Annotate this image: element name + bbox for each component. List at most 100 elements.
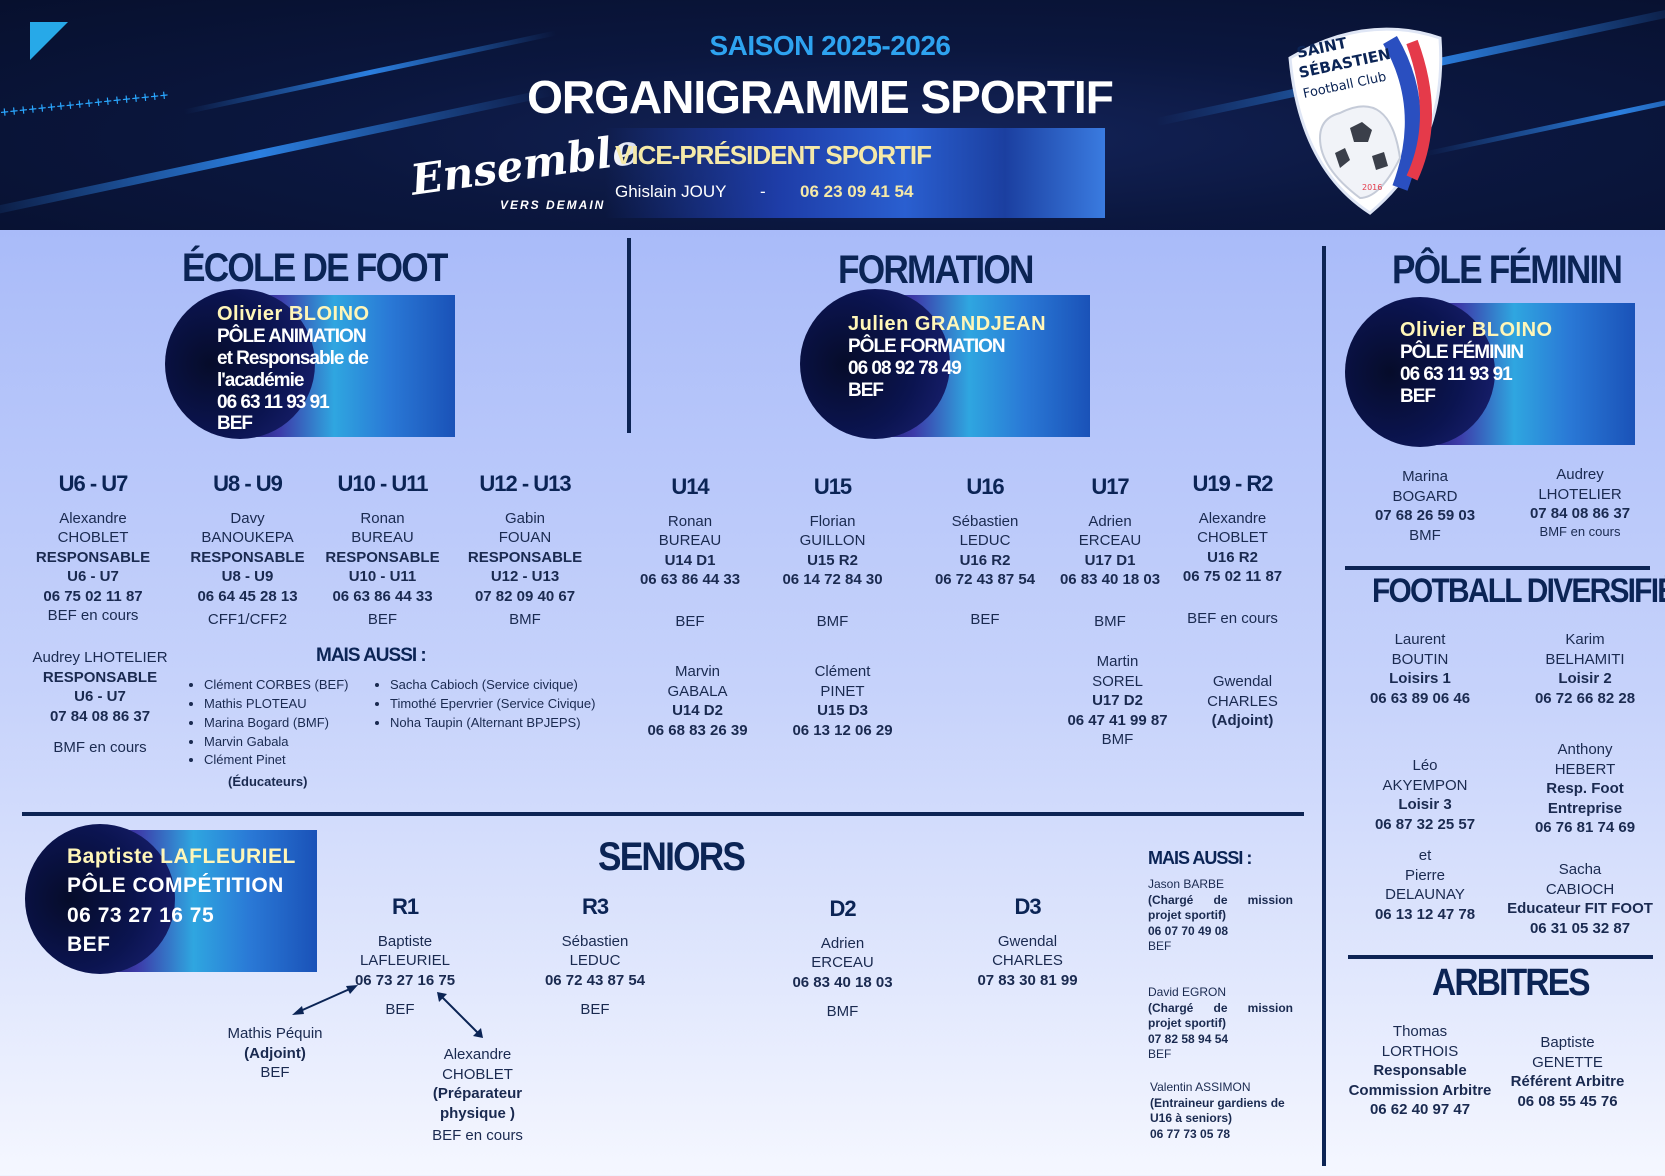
coach-phone: 06 75 02 11 87 [1182, 568, 1283, 586]
category-block: U17 Adrien ERCEAU U17 D1 06 83 40 18 03 … [1050, 473, 1170, 631]
coach-role: physique ) [439, 1104, 515, 1122]
card-line: BEF [1400, 385, 1436, 407]
coach-phone: 07 82 09 40 67 [474, 587, 576, 605]
divider-horizontal [1348, 955, 1653, 959]
coach-firstname: Gwendal [1212, 673, 1273, 690]
coach-prefix: et [1418, 847, 1432, 864]
coach-diploma: BEF en cours [432, 1127, 523, 1144]
team-block: R1 Baptiste LAFLEURIEL 06 73 27 16 75 BE… [345, 893, 465, 1020]
coach-lastname: LORTHOIS [1381, 1042, 1459, 1060]
page-title: ORGANIGRAMME SPORTIF [527, 71, 1114, 123]
coach-team: U10 - U11 [348, 568, 417, 586]
coach-firstname: Adrien [820, 934, 865, 952]
list-note: (Éducateurs) [228, 774, 308, 789]
header-banner: ++++++++++++++++++ SAISON 2025-2026 ORGA… [0, 0, 1665, 230]
coach-diploma: BEF en cours [1187, 609, 1278, 627]
staff-diploma: BEF [1148, 939, 1172, 954]
coach-phone: 07 84 08 86 37 [49, 707, 151, 725]
coach-diploma: BMF [816, 612, 849, 630]
coach-firstname: Baptiste [377, 932, 433, 950]
staff-role: (Entraineur gardiens de U16 à seniors) [1150, 1095, 1285, 1126]
coach-role: RESPONSABLE [42, 668, 158, 686]
coach-diploma: BMF en cours [53, 739, 147, 756]
card-line: 06 63 11 93 91 [1400, 363, 1513, 385]
coach-diploma: BMF [509, 611, 541, 629]
mais-aussi-title: MAIS AUSSI : [316, 645, 427, 666]
coach-lastname: LEDUC [959, 532, 1011, 550]
card-name: Julien GRANDJEAN [848, 313, 1047, 335]
coach-lastname: GABALA [667, 682, 728, 700]
coach-lastname: CHARLES [1207, 692, 1278, 710]
staff-name: Valentin ASSIMON [1150, 1080, 1251, 1094]
coach-phone: 06 87 32 25 57 [1374, 815, 1476, 833]
coach-team: U16 R2 [1207, 548, 1258, 566]
category-block: U14 Ronan BUREAU U14 D1 06 63 86 44 33 B… [630, 473, 750, 631]
coach-block: Sacha CABIOCH Educateur FIT FOOT 06 31 0… [1500, 860, 1660, 938]
category-head: U10 - U11 [337, 471, 428, 496]
list-item: Sacha Cabioch (Service civique) [390, 676, 626, 695]
coach-diploma: BEF [385, 1001, 415, 1019]
coach-team: U6 - U7 [74, 688, 126, 705]
section-title-arbitres: ARBITRES [1432, 962, 1591, 1004]
coach-diploma: BEF [970, 610, 1000, 628]
coach-lastname: PINET [820, 682, 865, 700]
coach-block: Baptiste GENETTE Référent Arbitre 06 08 … [1500, 1033, 1635, 1111]
category-block: U6 - U7 Alexandre CHOBLET RESPONSABLE U6… [28, 470, 158, 626]
coach-name: Audrey LHOTELIER [32, 649, 168, 666]
section-title-formation: FORMATION [838, 248, 1034, 292]
coach-team: U15 R2 [807, 551, 858, 569]
coach-diploma: BMF [1101, 731, 1134, 748]
list-item: Clément Pinet [204, 751, 370, 770]
list-item: Marvin Gabala [204, 733, 370, 752]
coach-block: Marvin GABALA U14 D2 06 68 83 26 39 [635, 662, 760, 740]
coach-role: Loisir 2 [1558, 670, 1612, 687]
coach-role: RESPONSABLE [190, 548, 305, 566]
coach-firstname: Gwendal [997, 932, 1058, 950]
list-item: Clément CORBES (BEF) [204, 676, 370, 695]
pole-card-competition: Baptiste LAFLEURIEL PÔLE COMPÉTITION 06 … [25, 824, 317, 974]
coach-lastname: HEBERT [1554, 760, 1616, 778]
extra-staff: David EGRON (Chargé de mission projet sp… [1148, 985, 1293, 1063]
coach-diploma: BEF [260, 1064, 290, 1081]
list-item: Noha Taupin (Alternant BPJEPS) [390, 714, 626, 733]
coach-firstname: Baptiste [1540, 1034, 1595, 1051]
coach-team: U17 D2 [1092, 692, 1143, 709]
coach-role: RESPONSABLE [35, 548, 151, 566]
card-line: BEF [848, 379, 884, 401]
divider-vertical [1322, 246, 1326, 1166]
divider-vertical [627, 238, 631, 433]
pole-card-feminin: Olivier BLOINO PÔLE FÉMININ 06 63 11 93 … [1345, 297, 1635, 447]
coach-firstname: Martin [1096, 653, 1139, 670]
divider-horizontal [1345, 566, 1650, 570]
coach-phone: 06 76 81 74 69 [1534, 819, 1636, 836]
coach-firstname: Ronan [667, 512, 713, 530]
coach-role: (Adjoint) [244, 1044, 306, 1062]
coach-diploma: BEF [675, 612, 705, 630]
coach-phone: 07 68 26 59 03 [1374, 507, 1476, 524]
card-line: 06 73 27 16 75 [67, 903, 215, 927]
category-head: U19 - R2 [1192, 471, 1273, 496]
coach-firstname: Audrey [1556, 466, 1604, 483]
category-block: U16 Sébastien LEDUC U16 R2 06 72 43 87 5… [920, 473, 1050, 629]
coach-team: U6 - U7 [67, 568, 119, 586]
vp-band [605, 128, 1105, 218]
coach-lastname: ERCEAU [1078, 532, 1142, 550]
pole-card-animation: Olivier BLOINO PÔLE ANIMATION et Respons… [165, 289, 455, 439]
coach-firstname: Laurent [1394, 631, 1446, 648]
coach-role: (Préparateur [432, 1085, 523, 1102]
coach-team: U8 - U9 [221, 568, 274, 586]
staff-list: Sacha Cabioch (Service civique) Timothé … [376, 676, 626, 733]
coach-block: Alexandre CHOBLET (Préparateur physique … [410, 1045, 545, 1146]
logo-year: 2016 [1362, 183, 1382, 192]
coach-firstname: Sébastien [951, 512, 1019, 530]
category-head: U8 - U9 [213, 471, 283, 496]
coach-diploma: BEF [580, 1001, 610, 1019]
coach-phone: 06 14 72 84 30 [782, 571, 883, 589]
coach-role: Resp. Foot [1546, 780, 1624, 797]
category-head: U17 [1091, 474, 1129, 499]
card-line: PÔLE FORMATION [848, 336, 1006, 357]
category-block: U10 - U11 Ronan BUREAU RESPONSABLE U10 -… [315, 470, 450, 630]
coach-phone: 06 13 12 47 78 [1374, 905, 1476, 923]
coach-lastname: ERCEAU [811, 954, 874, 972]
list-item: Marina Bogard (BMF) [204, 714, 370, 733]
